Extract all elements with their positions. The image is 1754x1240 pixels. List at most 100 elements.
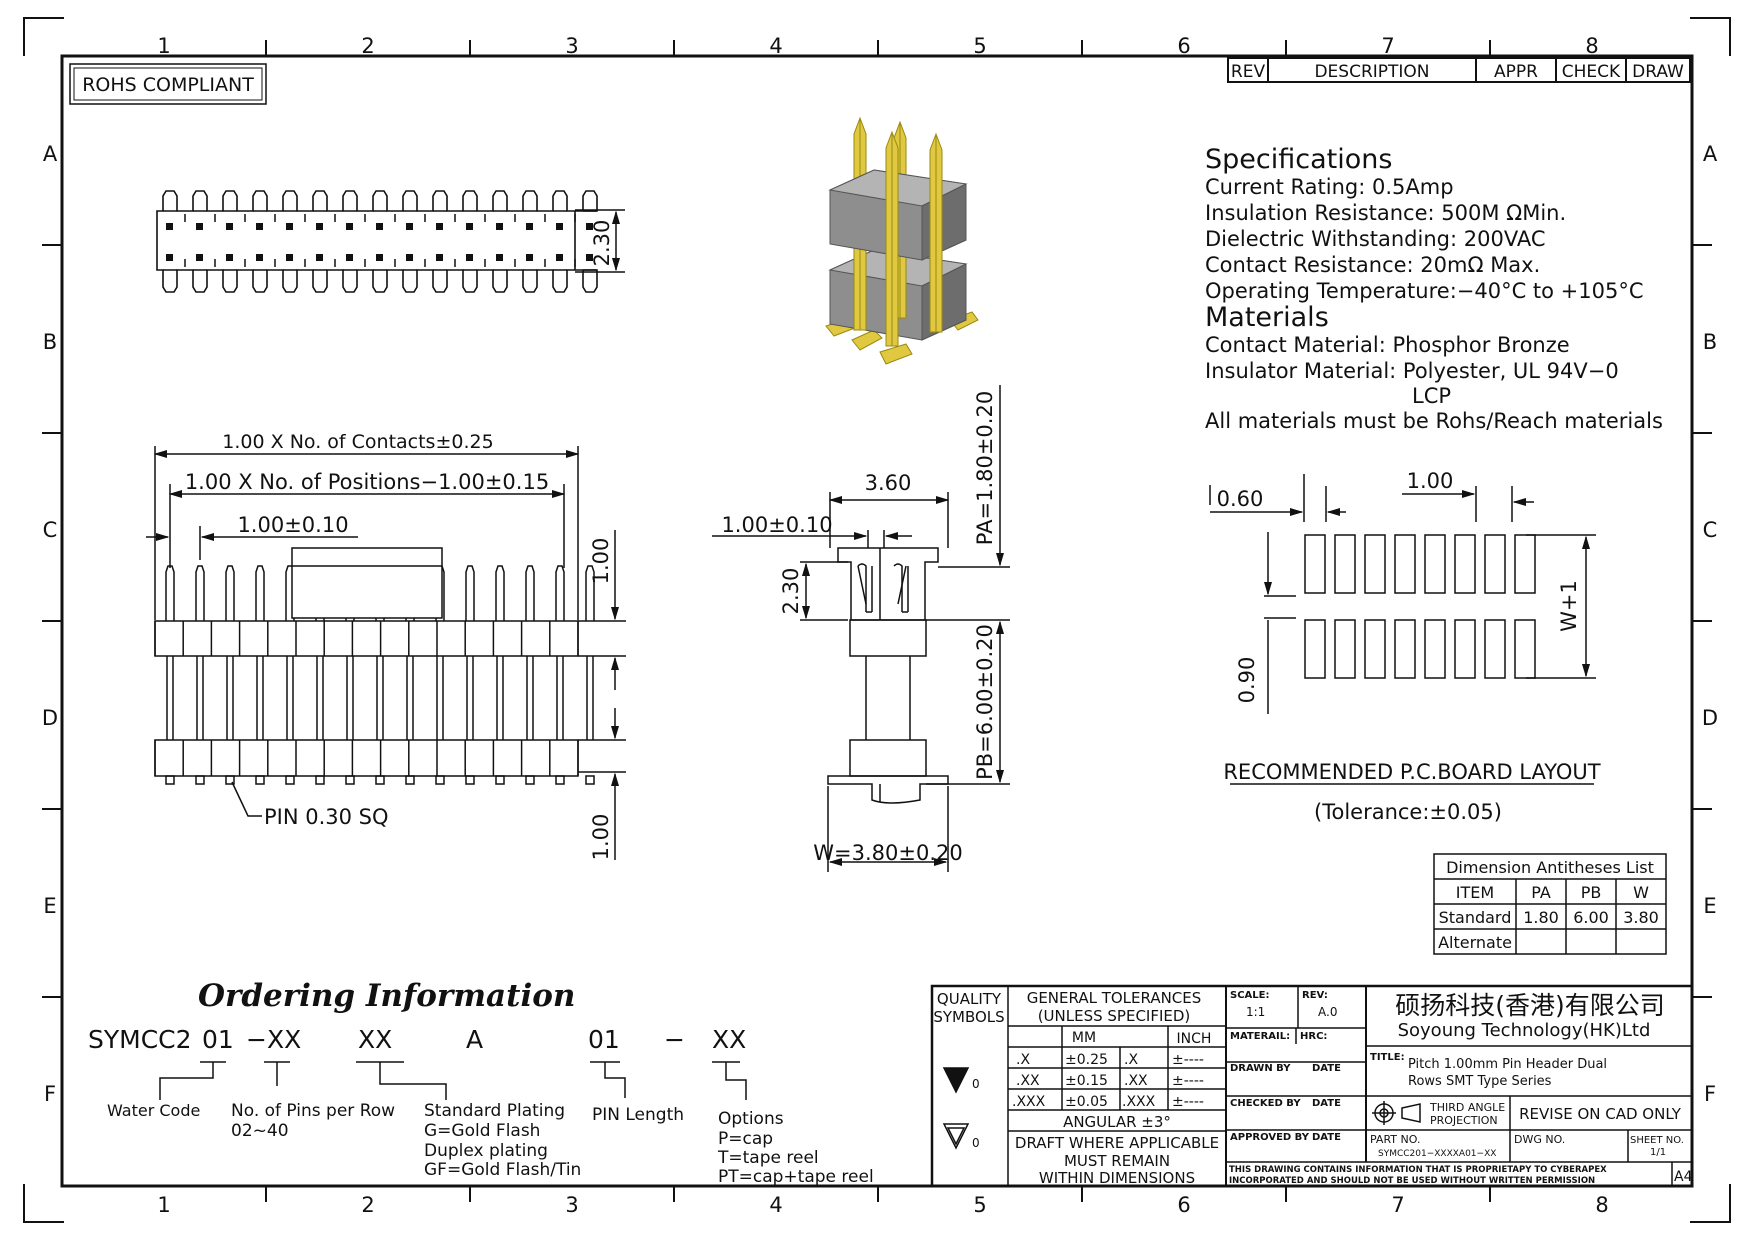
materials-line: LCP xyxy=(1412,384,1451,408)
top-view-pin xyxy=(466,254,473,261)
zone-right-d: D xyxy=(1702,706,1718,730)
front-view-pin-tip xyxy=(495,565,505,621)
top-view-pin xyxy=(316,223,323,230)
tol-cell: ±0.05 xyxy=(1065,1094,1108,1110)
dimension-table-cell: Standard xyxy=(1439,908,1512,927)
draft-note: DRAFT WHERE APPLICABLE xyxy=(1015,1134,1219,1152)
tol-cell: ±0.25 xyxy=(1065,1052,1108,1068)
rohs-label: ROHS COMPLIANT xyxy=(82,74,254,96)
code-part: A xyxy=(466,1025,483,1054)
dimension-table-header: PB xyxy=(1581,883,1602,902)
title-label: TITLE: xyxy=(1370,1052,1405,1063)
revise-note: REVISE ON CAD ONLY xyxy=(1519,1105,1682,1123)
plating-note: Standard Plating xyxy=(424,1101,565,1121)
top-view-pin xyxy=(256,254,263,261)
company-name-cn: 硕扬科技(香港)有限公司 xyxy=(1395,991,1665,1020)
dim-front-bottom: 1.00 xyxy=(589,814,613,861)
sym-label: 0 xyxy=(972,1077,980,1091)
pcb-pad xyxy=(1454,619,1476,679)
materials-title: Materials xyxy=(1205,302,1329,333)
top-view-pin xyxy=(196,254,203,261)
top-view-pin xyxy=(346,254,353,261)
pcb-pad xyxy=(1334,534,1356,594)
front-view-pin-tip xyxy=(555,565,565,621)
proprietary-notice: THIS DRAWING CONTAINS INFORMATION THAT I… xyxy=(1229,1165,1607,1175)
drawn-by-label: DRAWN BY xyxy=(1230,1063,1291,1074)
zone-bottom-8: 8 xyxy=(1595,1193,1608,1217)
dimension-table-cell: 6.00 xyxy=(1573,908,1609,927)
options-note: PT=cap+tape reel xyxy=(718,1167,874,1187)
tolerances-title: GENERAL TOLERANCES xyxy=(1027,989,1202,1007)
gold-foot xyxy=(851,329,883,351)
rev-col-draw: DRAW xyxy=(1632,62,1684,82)
dim-pcb-span: W+1 xyxy=(1557,580,1581,632)
code-part: XX xyxy=(712,1025,746,1054)
top-view-pin xyxy=(466,223,473,230)
top-view-pin xyxy=(496,223,503,230)
tol-cell: .XXX xyxy=(1012,1094,1046,1110)
scale-value: 1:1 xyxy=(1246,1005,1265,1019)
tolerances-title: (UNLESS SPECIFIED) xyxy=(1038,1007,1191,1025)
plating-note: Duplex plating xyxy=(424,1141,548,1161)
front-view-pin-tip xyxy=(465,565,475,621)
top-view-pin xyxy=(226,223,233,230)
front-view-pin-foot xyxy=(585,775,595,785)
pcb-layout xyxy=(1209,474,1596,785)
pcb-pad xyxy=(1454,534,1476,594)
top-view-outline xyxy=(156,190,598,293)
top-view-pin xyxy=(376,223,383,230)
top-view-pin xyxy=(166,254,173,261)
front-view-pin-foot xyxy=(405,775,415,785)
top-view-pin xyxy=(556,223,563,230)
options-note: P=cap xyxy=(718,1129,773,1149)
zone-top-4: 4 xyxy=(769,34,782,58)
quality-label: QUALITY xyxy=(937,990,1002,1008)
zone-bottom-4: 4 xyxy=(769,1193,782,1217)
zone-bottom-5: 5 xyxy=(973,1193,986,1217)
approved-by-label: APPROVED BY xyxy=(1230,1132,1310,1143)
checked-date-label: DATE xyxy=(1312,1098,1341,1109)
pcb-pad xyxy=(1364,534,1386,594)
front-view-pin-tip xyxy=(585,565,595,621)
front-view-pin-tip xyxy=(165,565,175,621)
tol-cell: ±---- xyxy=(1172,1052,1204,1068)
pcb-pad xyxy=(1304,534,1326,594)
front-view-lower-housing xyxy=(154,739,579,777)
dim-pa: PA=1.80±0.20 xyxy=(973,391,997,545)
code-part: −XX xyxy=(246,1025,301,1054)
pcb-tolerance: (Tolerance:±0.05) xyxy=(1314,800,1502,824)
tol-cell: .XXX xyxy=(1122,1094,1156,1110)
dim-w: W=3.80±0.20 xyxy=(813,841,962,865)
zone-bottom-7: 7 xyxy=(1391,1193,1404,1217)
dim-pcb-pad-width: 0.60 xyxy=(1217,487,1264,511)
pcb-pad xyxy=(1334,619,1356,679)
tol-cell: ±0.15 xyxy=(1065,1073,1108,1089)
options-note: Options xyxy=(718,1109,784,1129)
dimension-table-header: PA xyxy=(1531,883,1551,902)
rev-value: A.0 xyxy=(1318,1005,1337,1019)
pcb-layout-title: RECOMMENDED P.C.BOARD LAYOUT xyxy=(1223,760,1600,784)
specifications: Specifications Current Rating: 0.5Amp In… xyxy=(1205,144,1663,433)
top-view-pin xyxy=(526,223,533,230)
ordering-title: Ordering Information xyxy=(198,978,575,1014)
materials-line: Insulator Material: Polyester, UL 94V−0 xyxy=(1205,359,1619,383)
mm-label: MM xyxy=(1072,1030,1096,1046)
material-label: MATERAIL: xyxy=(1230,1031,1290,1042)
quality-label: SYMBOLS xyxy=(933,1008,1004,1026)
pcb-pad xyxy=(1514,619,1536,679)
zone-top-7: 7 xyxy=(1381,34,1394,58)
tol-cell: ±---- xyxy=(1172,1094,1204,1110)
top-view-pin xyxy=(376,254,383,261)
zone-right-b: B xyxy=(1703,330,1717,354)
dim-top-height: 2.30 xyxy=(590,220,614,267)
pins-note: 02~40 xyxy=(231,1121,289,1141)
spec-line: Dielectric Withstanding: 200VAC xyxy=(1205,227,1546,251)
company-name-en: Soyoung Technology(HK)Ltd xyxy=(1398,1020,1651,1041)
zone-right-e: E xyxy=(1703,894,1716,918)
front-view-pin-foot xyxy=(555,775,565,785)
angular-label: ANGULAR ±3° xyxy=(1063,1113,1171,1131)
pcb-pad xyxy=(1484,619,1506,679)
drawn-date-label: DATE xyxy=(1312,1063,1341,1074)
top-view-pin xyxy=(436,254,443,261)
dimension-table-header: W xyxy=(1633,883,1649,902)
